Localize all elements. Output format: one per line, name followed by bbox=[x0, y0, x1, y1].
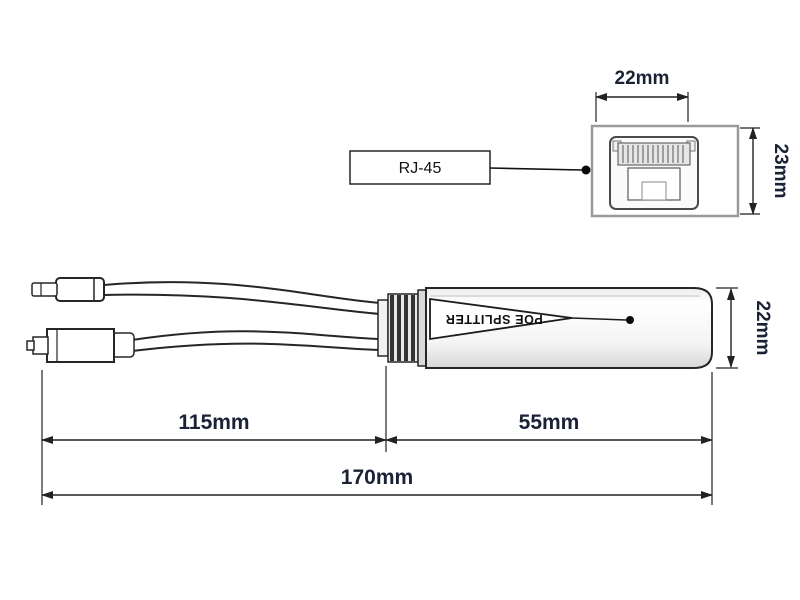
bottom-dimensions: 115mm 55mm 170mm bbox=[41, 366, 713, 505]
banner-leader-line bbox=[571, 317, 627, 321]
rj45-label: RJ-45 bbox=[399, 160, 442, 177]
banner-leader-dot bbox=[626, 316, 634, 324]
splitter-body-text: POE SPLITTER bbox=[445, 312, 543, 326]
dim-170mm: 170mm bbox=[41, 466, 713, 499]
rj45-jack-icon bbox=[609, 136, 699, 210]
dc-plug bbox=[31, 277, 105, 302]
rj45-leader-line bbox=[489, 167, 583, 171]
dim-rj45-height: 23mm bbox=[740, 127, 791, 215]
rj45-leader-dot bbox=[581, 165, 591, 175]
splitter-device: POE SPLITTER 22mm bbox=[26, 277, 773, 369]
dim-label-left-segment: 115mm bbox=[178, 411, 249, 434]
dim-label-body-segment: 55mm bbox=[519, 411, 580, 434]
threaded-collar bbox=[377, 289, 427, 367]
dim-label-total: 170mm bbox=[341, 466, 413, 489]
rj45-plug bbox=[26, 328, 135, 363]
cable-top bbox=[103, 281, 381, 315]
rj45-detail: 22mm 23mm RJ-45 bbox=[349, 68, 791, 218]
cable-bottom bbox=[131, 330, 381, 352]
dim-label-rj45-height: 23mm bbox=[770, 144, 791, 199]
rj45-label-box bbox=[349, 150, 491, 185]
splitter-body: POE SPLITTER bbox=[425, 287, 713, 369]
dim-label-rj45-width: 22mm bbox=[615, 68, 670, 89]
rj45-callout: RJ-45 bbox=[349, 150, 591, 185]
dim-body-diameter: 22mm bbox=[716, 287, 773, 369]
splitter-banner: POE SPLITTER bbox=[429, 297, 634, 341]
dim-55mm: 55mm bbox=[385, 411, 713, 444]
dim-rj45-width: 22mm bbox=[595, 68, 689, 122]
dim-115mm: 115mm bbox=[41, 411, 387, 444]
dim-label-body-diameter: 22mm bbox=[752, 301, 773, 356]
